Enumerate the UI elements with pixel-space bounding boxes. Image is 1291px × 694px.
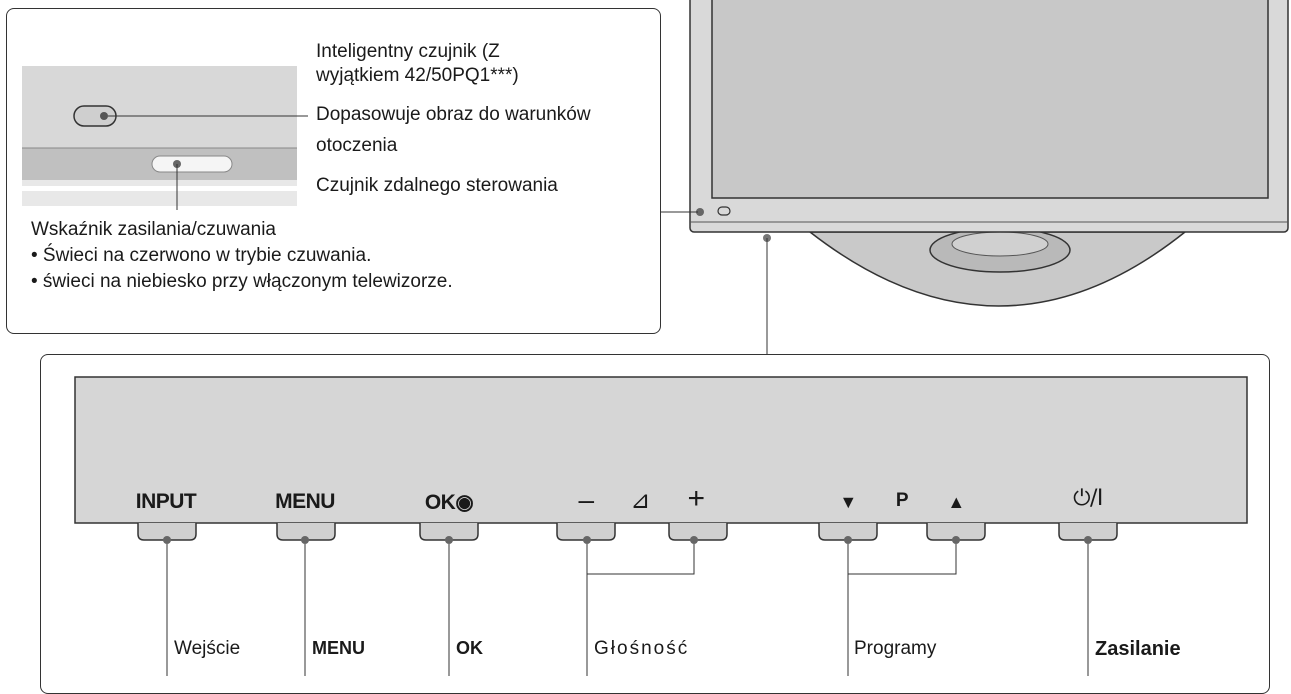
control-panel [74,376,1248,676]
tv-power-indicator [696,208,704,216]
menu-button[interactable]: MENU [275,490,335,513]
intelligent-sensor-text-2: wyjątkiem 42/50PQ1***) [316,65,519,86]
sensor-closeup [22,66,297,206]
power-label: Zasilanie [1095,638,1181,660]
power-indicator-bullet-1: • Świeci na czerwono w trybie czuwania. [31,245,372,266]
intelligent-sensor-text-1: Inteligentny czujnik (Z [316,41,500,62]
volume-icon: ⊿ [630,487,650,514]
volume-up-button[interactable]: + [687,482,705,515]
tv-intelligent-sensor [717,206,731,216]
program-up-button[interactable]: ▲ [947,492,965,512]
vol-plus-button-tab [668,523,728,541]
power-indicator-title: Wskaźnik zasilania/czuwania [31,219,276,240]
ok-label: OK [456,638,483,658]
program-down-button[interactable]: ▼ [839,492,857,512]
callout-leader-lines [108,115,768,354]
programs-label: Programy [854,638,937,659]
input-button[interactable]: INPUT [135,490,197,513]
intelligent-sensor-text-4: otoczenia [316,135,398,156]
tv-screen [711,0,1269,199]
ok-button[interactable]: OK◉ [424,491,474,514]
volume-label: Głośność [594,638,690,659]
program-label: P [895,490,909,511]
menu-label: MENU [312,638,365,658]
tv-illustration [689,0,1289,307]
volume-down-button[interactable]: – [578,484,594,515]
power-indicator-bullet-2: • świeci na niebiesko przy włączonym tel… [31,271,453,292]
input-label: Wejście [174,638,241,659]
closeup-remote-sensor [151,155,233,173]
remote-sensor-text: Czujnik zdalnego sterowania [316,175,558,196]
intelligent-sensor-text-3: Dopasowuje obraz do warunków [316,104,591,125]
power-button[interactable]: ⏻/I [1073,486,1103,511]
